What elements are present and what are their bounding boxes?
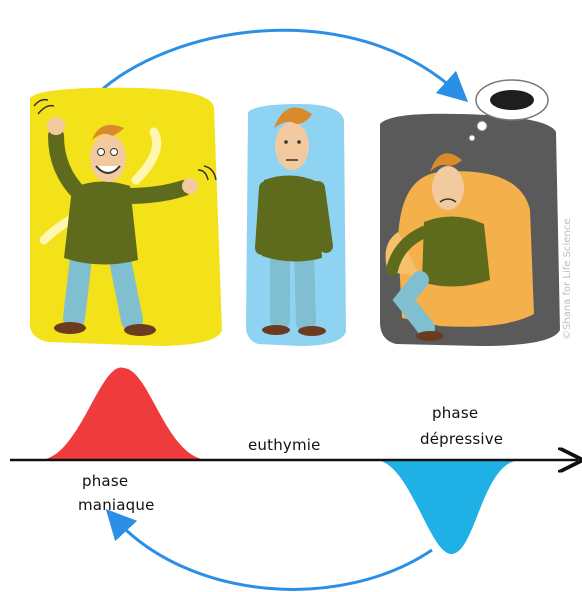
stable-person-illustration (255, 107, 333, 336)
manic-person-illustration (33, 98, 217, 336)
label-phase-depressive-line1: phase (432, 404, 478, 422)
credit-text: ©Shana for Life Science (562, 219, 573, 340)
mania-panel (29, 87, 223, 346)
thought-bubble-icon (468, 79, 549, 142)
depressed-person-in-armchair-illustration (385, 153, 534, 341)
mania-peak (40, 367, 208, 460)
depression-panel: ©Shana for Life Science (380, 79, 573, 346)
euthymia-panel (246, 104, 346, 346)
cycle-arrow-top (94, 28, 469, 103)
depression-trough (376, 460, 520, 555)
label-phase-depressive-line2: dépressive (420, 430, 503, 448)
label-euthymie: euthymie (248, 436, 321, 454)
label-phase-maniaque-line2: maniaque (78, 496, 155, 514)
label-phase-maniaque-line1: phase (82, 472, 128, 490)
cycle-arrow-bottom (105, 508, 433, 591)
